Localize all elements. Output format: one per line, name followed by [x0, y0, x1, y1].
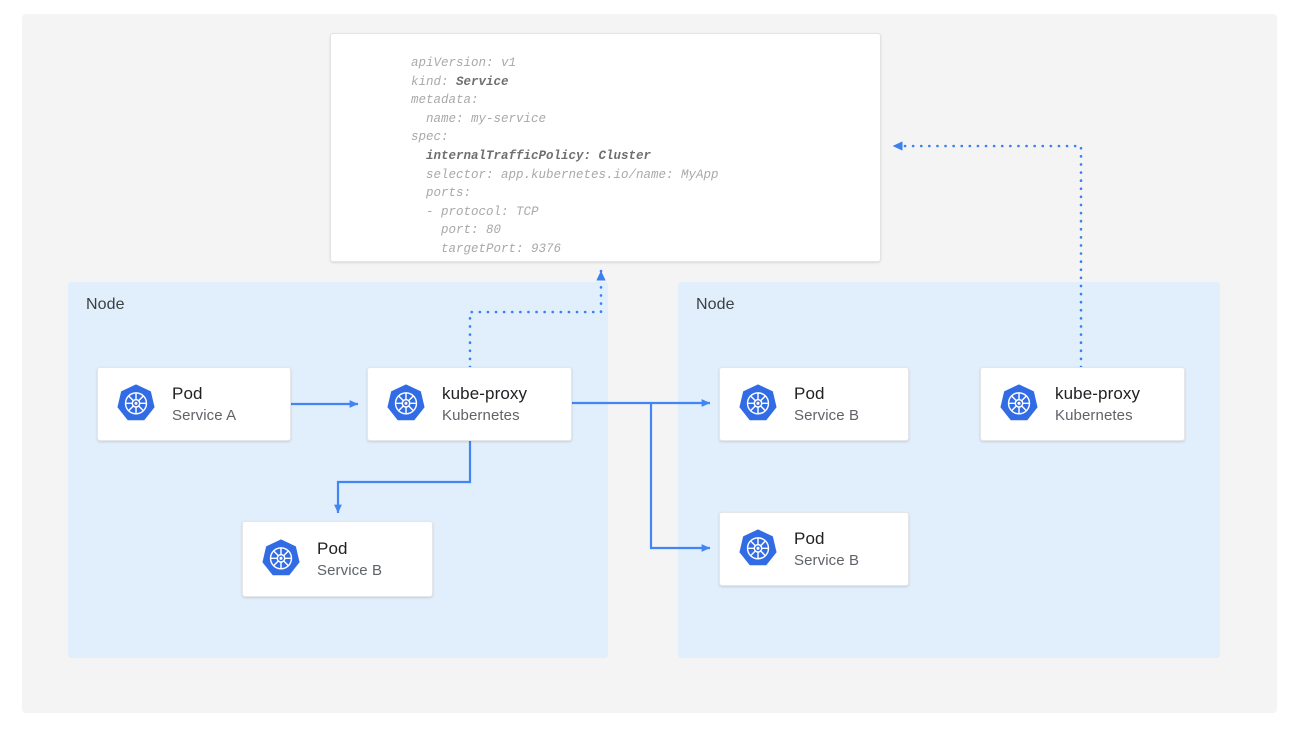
- kubernetes-icon: [387, 384, 425, 421]
- card-pod-service-b-local[interactable]: Pod Service B: [242, 521, 433, 597]
- card-subtitle: Kubernetes: [1055, 406, 1133, 424]
- kubernetes-icon: [117, 384, 155, 421]
- card-text: kube-proxy Kubernetes: [1055, 383, 1140, 426]
- kubernetes-icon: [739, 384, 777, 421]
- kubernetes-icon: [739, 529, 777, 566]
- kubernetes-icon: [1000, 384, 1038, 421]
- card-title: Pod: [172, 383, 203, 403]
- node-label-right: Node: [696, 296, 735, 313]
- service-manifest-card: apiVersion: v1 kind: Service metadata: n…: [330, 33, 881, 262]
- node-group-left: Node: [68, 282, 608, 658]
- card-text: Pod Service B: [317, 538, 382, 581]
- card-subtitle: Kubernetes: [442, 406, 520, 424]
- card-subtitle: Service B: [317, 561, 383, 579]
- card-subtitle: Service A: [172, 406, 237, 424]
- card-subtitle: Service B: [794, 406, 860, 424]
- card-subtitle: Service B: [794, 551, 860, 569]
- kubernetes-icon: [262, 539, 300, 576]
- node-label-left: Node: [86, 296, 125, 313]
- card-kube-proxy-right[interactable]: kube-proxy Kubernetes: [980, 367, 1185, 441]
- card-title: kube-proxy: [1055, 383, 1141, 403]
- card-title: kube-proxy: [442, 383, 528, 403]
- card-pod-service-a[interactable]: Pod Service A: [97, 367, 291, 441]
- card-text: kube-proxy Kubernetes: [442, 383, 527, 426]
- node-group-right: Node: [678, 282, 1220, 658]
- card-title: Pod: [317, 538, 348, 558]
- card-kube-proxy-left[interactable]: kube-proxy Kubernetes: [367, 367, 572, 441]
- card-pod-service-b-remote-2[interactable]: Pod Service B: [719, 512, 909, 586]
- card-text: Pod Service A: [172, 383, 236, 426]
- card-text: Pod Service B: [794, 528, 859, 571]
- service-manifest-yaml: apiVersion: v1 kind: Service metadata: n…: [411, 56, 719, 256]
- card-title: Pod: [794, 383, 825, 403]
- card-text: Pod Service B: [794, 383, 859, 426]
- card-pod-service-b-remote-1[interactable]: Pod Service B: [719, 367, 909, 441]
- card-title: Pod: [794, 528, 825, 548]
